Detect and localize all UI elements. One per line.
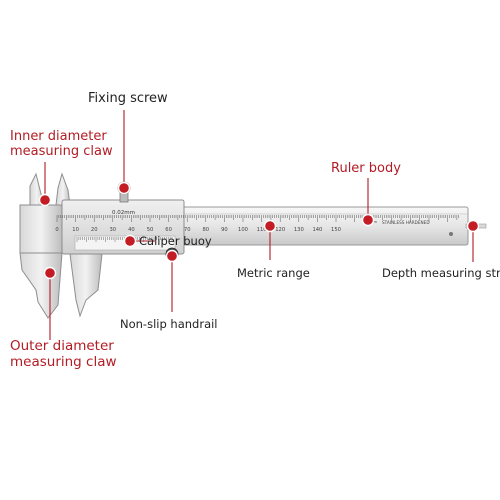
main-scale-number: 120 xyxy=(275,227,285,233)
fixed-outer-jaw xyxy=(19,252,63,319)
main-scale-number: 20 xyxy=(91,227,98,233)
label-depth-strip: Depth measuring strip xyxy=(382,266,500,280)
label-inner-claw-line1: Inner diameter xyxy=(10,129,107,144)
sliding-outer-jaw xyxy=(69,253,103,318)
label-outer-claw-line1: Outer diameter xyxy=(10,338,114,354)
label-metric-range: Metric range xyxy=(237,266,310,280)
main-scale-number: 0 xyxy=(55,227,58,233)
main-scale-number: 30 xyxy=(109,227,116,233)
label-caliper-buoy: Caliper buoy xyxy=(139,234,212,248)
marker-ruler-body xyxy=(361,213,375,227)
fixed-jaw-block xyxy=(19,204,63,254)
brand-text: STAINLESS HARDENED xyxy=(382,220,430,225)
marker-handrail xyxy=(165,249,179,263)
main-scale-number: 90 xyxy=(221,227,228,233)
leader-lines xyxy=(44,110,474,340)
main-scale-number: 50 xyxy=(147,227,154,233)
main-scale-number: 80 xyxy=(202,227,209,233)
main-scale-number: 100 xyxy=(238,227,248,233)
main-scale-numbers: 0 10 20 30 40 50 60 70 80 90 100 110 120 130 140 150 xyxy=(55,227,341,233)
main-scale-ticks xyxy=(56,215,460,222)
label-fixing-screw: Fixing screw xyxy=(88,91,168,106)
marker-outer-claw xyxy=(43,266,57,280)
label-non-slip-handrail: Non-slip handrail xyxy=(120,317,218,331)
resolution-text: 0.02mm xyxy=(112,210,135,216)
label-inner-claw-line2: measuring claw xyxy=(10,144,113,159)
main-scale-number: 70 xyxy=(184,227,191,233)
marker-metric-range xyxy=(263,219,277,233)
main-scale-number: 110 xyxy=(257,227,267,233)
main-scale-number: 140 xyxy=(312,227,322,233)
main-scale-number: 40 xyxy=(128,227,135,233)
marker-inner-claw xyxy=(38,193,52,207)
main-scale-number: 10 xyxy=(72,227,79,233)
marker-caliper-buoy xyxy=(123,234,137,248)
main-scale-number: 150 xyxy=(331,227,341,233)
main-scale-number: 130 xyxy=(294,227,304,233)
marker-depth-strip xyxy=(466,219,480,233)
marker-fixing-screw xyxy=(117,181,131,195)
main-scale-number: 60 xyxy=(165,227,172,233)
red-markers xyxy=(38,181,480,280)
label-ruler-body: Ruler body xyxy=(331,161,401,176)
label-outer-claw-line2: measuring claw xyxy=(10,354,117,370)
